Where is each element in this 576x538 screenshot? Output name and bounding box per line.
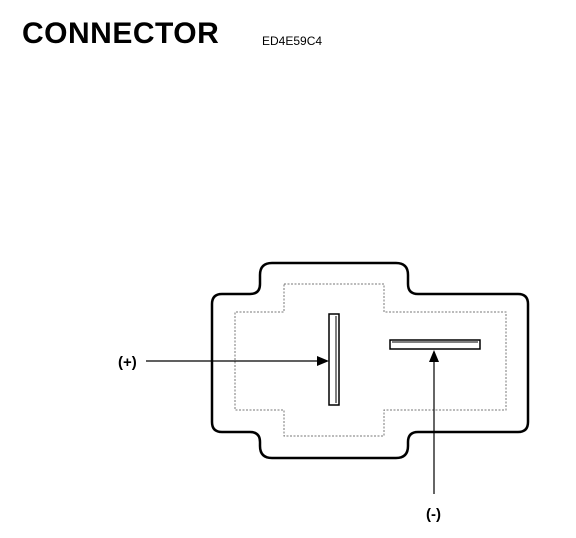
part-code: ED4E59C4 [262, 34, 323, 48]
negative-label: (-) [426, 506, 441, 523]
negative-terminal [389, 339, 481, 350]
positive-terminal [328, 313, 340, 406]
connector-housing-outline [210, 261, 530, 460]
positive-arrowhead [317, 356, 329, 366]
connector-inner-outline [234, 283, 507, 437]
positive-label: (+) [118, 354, 137, 371]
negative-arrowhead [429, 350, 439, 362]
page-title: CONNECTOR [22, 17, 220, 50]
